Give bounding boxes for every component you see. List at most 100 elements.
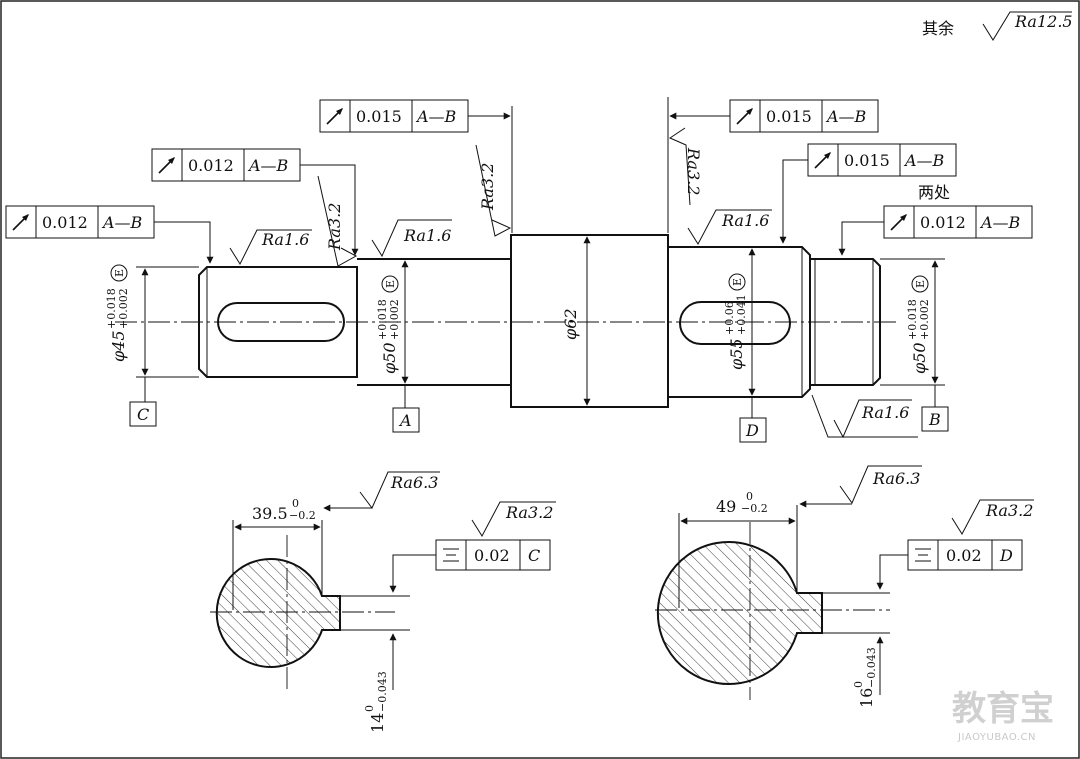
svg-text:Ra1.6: Ra1.6 <box>861 403 909 422</box>
keyway-slot-1 <box>217 302 345 342</box>
svg-text:教育宝: 教育宝 <box>952 689 1054 729</box>
svg-text:Ra12.5: Ra12.5 <box>1014 12 1073 31</box>
svg-text:14: 14 <box>368 713 387 733</box>
svg-text:+0.041: +0.041 <box>735 294 748 335</box>
svg-text:0: 0 <box>292 497 299 510</box>
svg-text:两处: 两处 <box>918 183 950 202</box>
svg-text:+0.018: +0.018 <box>906 299 919 340</box>
svg-text:Ra3.2: Ra3.2 <box>478 163 497 211</box>
roughness-ra16-left: Ra1.6 <box>229 229 312 266</box>
svg-text:−0.043: −0.043 <box>376 671 389 712</box>
dim-phi45: φ45 +0.018 +0.002 E <box>105 264 199 402</box>
svg-text:39.5: 39.5 <box>252 504 288 523</box>
svg-text:A—B: A—B <box>979 213 1021 232</box>
svg-text:0.02: 0.02 <box>474 546 510 565</box>
svg-text:Ra3.2: Ra3.2 <box>684 147 703 195</box>
svg-text:0.015: 0.015 <box>766 107 812 126</box>
shaft-main-view <box>115 234 900 408</box>
svg-text:φ45: φ45 <box>109 330 128 362</box>
datum-c: C <box>129 401 157 427</box>
dim-phi55: φ55 +0.06 +0.041 E <box>723 248 756 418</box>
svg-text:其余: 其余 <box>922 19 954 38</box>
svg-text:+0.002: +0.002 <box>117 288 130 329</box>
roughness-ra16-right: Ra1.6 <box>687 209 772 246</box>
svg-text:0.015: 0.015 <box>356 107 402 126</box>
runout-frame-1: 0.012 A—B <box>5 205 214 264</box>
runout-frame-3: 0.015 A—B <box>319 99 513 233</box>
runout-frame-5: 0.015 A—B <box>779 143 957 244</box>
general-roughness-note: 其余 Ra12.5 <box>922 11 1073 41</box>
svg-text:JIAOYUBAO.CN: JIAOYUBAO.CN <box>957 732 1036 743</box>
svg-text:E: E <box>914 280 927 288</box>
svg-text:+0.002: +0.002 <box>918 299 931 340</box>
dim-phi62: φ62 <box>561 236 591 406</box>
svg-text:C: C <box>137 405 149 424</box>
svg-text:Ra6.3: Ra6.3 <box>872 469 920 488</box>
svg-text:E: E <box>384 280 397 288</box>
section1-ra32: Ra3.2 <box>471 501 556 538</box>
svg-text:E: E <box>731 278 744 286</box>
section1-width-dim: 14 0 −0.043 <box>363 633 397 733</box>
section1-depth-dim: 39.5 0 −0.2 <box>232 497 372 610</box>
section2-ra63: Ra6.3 <box>839 465 922 505</box>
roughness-ra32-collar-left: Ra3.2 <box>475 144 512 237</box>
svg-text:Ra1.6: Ra1.6 <box>403 226 451 245</box>
svg-text:Ra3.2: Ra3.2 <box>985 501 1033 520</box>
svg-text:C: C <box>528 546 540 565</box>
section2-depth-dim: 49 0 −0.2 <box>678 490 852 608</box>
svg-text:φ55: φ55 <box>727 338 746 370</box>
svg-text:16: 16 <box>857 688 876 708</box>
svg-text:Ra6.3: Ra6.3 <box>390 473 438 492</box>
section2-ra32: Ra3.2 <box>951 499 1034 536</box>
dim-phi50-right: φ50 +0.018 +0.002 E <box>880 258 945 407</box>
svg-text:φ50: φ50 <box>380 342 399 374</box>
roughness-ra32-collar-right: Ra3.2 <box>668 127 703 206</box>
section1-ra63: Ra6.3 <box>359 471 440 509</box>
watermark-logo: 教育宝 JIAOYUBAO.CN <box>952 689 1054 743</box>
svg-text:−0.2: −0.2 <box>289 509 316 522</box>
svg-text:+0.018: +0.018 <box>105 288 118 329</box>
svg-text:D: D <box>745 421 759 440</box>
svg-text:0.012: 0.012 <box>42 213 88 232</box>
svg-text:Ra3.2: Ra3.2 <box>325 203 344 251</box>
svg-text:0: 0 <box>852 681 865 688</box>
svg-text:49: 49 <box>716 497 736 516</box>
dim-phi50-left: φ50 +0.018 +0.002 E <box>376 260 409 408</box>
runout-frame-2: 0.012 A—B <box>151 148 359 256</box>
svg-text:+0.06: +0.06 <box>723 301 736 335</box>
svg-text:0.012: 0.012 <box>188 156 234 175</box>
svg-text:D: D <box>999 546 1013 565</box>
keyway-slot-2 <box>679 301 791 345</box>
svg-text:0: 0 <box>746 490 753 503</box>
section2-width-dim: 16 0 −0.043 <box>852 636 884 708</box>
section-view-1 <box>210 535 410 690</box>
roughness-ra16-groove: Ra1.6 <box>811 394 918 439</box>
svg-text:A—B: A—B <box>903 151 945 170</box>
svg-text:0.02: 0.02 <box>946 546 982 565</box>
svg-text:+0.002: +0.002 <box>388 299 401 340</box>
svg-text:φ62: φ62 <box>561 308 580 340</box>
svg-text:Ra1.6: Ra1.6 <box>261 230 309 249</box>
section-view-2 <box>655 522 890 700</box>
svg-text:Ra3.2: Ra3.2 <box>505 503 553 522</box>
svg-text:0: 0 <box>363 705 376 712</box>
svg-text:−0.043: −0.043 <box>865 647 878 688</box>
svg-text:A—B: A—B <box>247 156 289 175</box>
svg-text:0.012: 0.012 <box>920 213 966 232</box>
svg-text:Ra1.6: Ra1.6 <box>721 211 769 230</box>
datum-b: B <box>921 406 949 432</box>
runout-frame-4: 0.015 A—B <box>667 97 879 233</box>
svg-text:−0.2: −0.2 <box>741 502 768 515</box>
svg-text:B: B <box>928 410 941 429</box>
datum-d: D <box>739 417 767 443</box>
runout-frame-6: 两处 0.012 A—B <box>838 183 1033 256</box>
shaft-collar <box>510 234 669 408</box>
section2-symmetry-frame: 0.02 D <box>876 539 1023 590</box>
svg-text:φ50: φ50 <box>910 342 929 374</box>
svg-text:0.015: 0.015 <box>844 151 890 170</box>
roughness-ra32-shoulder: Ra3.2 <box>317 175 358 267</box>
svg-text:A—B: A—B <box>101 213 143 232</box>
svg-text:A—B: A—B <box>415 107 457 126</box>
